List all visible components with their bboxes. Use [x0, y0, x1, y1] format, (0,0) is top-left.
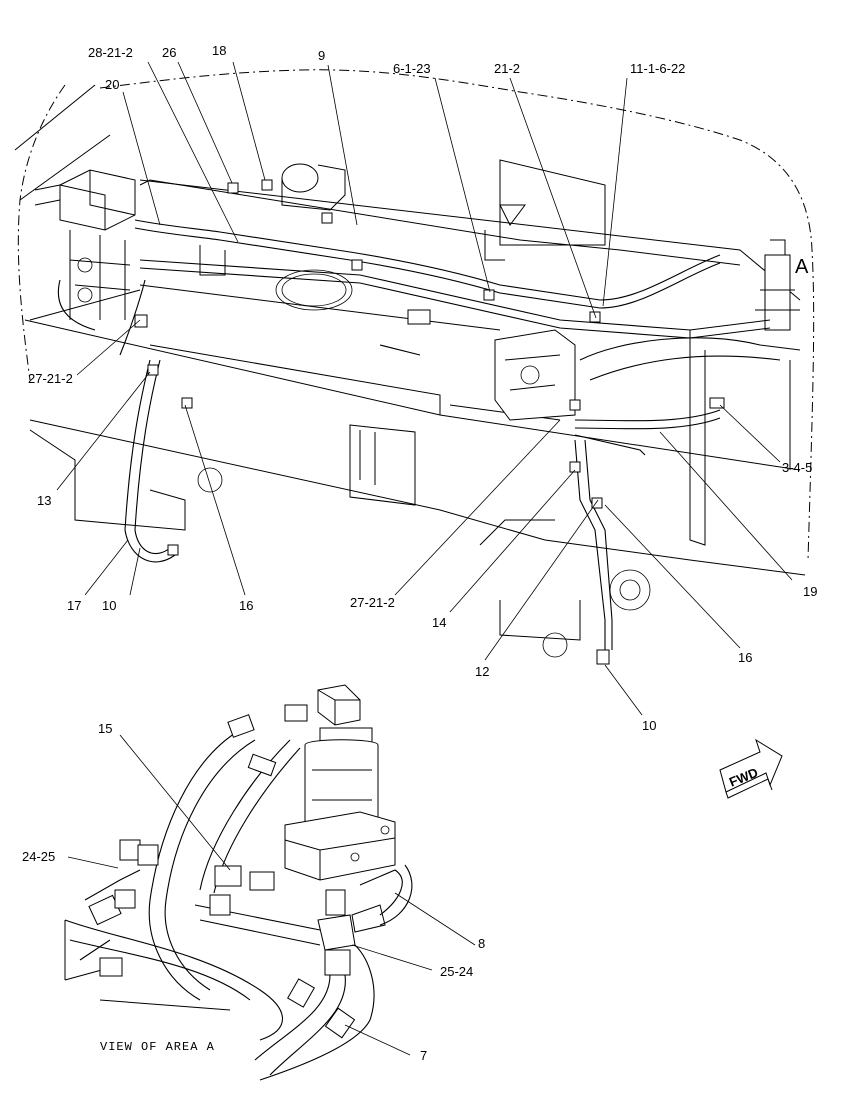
- main-assembly: [14, 69, 815, 665]
- callout-labels: 28-21-2 26 18 9 6-1-23 21-2 11-1-6-22 20…: [22, 43, 817, 1063]
- roller-left: [197, 467, 223, 493]
- frame-right-wall: [689, 330, 791, 546]
- roller-right: [542, 632, 568, 658]
- callout-24-25: 24-25: [22, 849, 55, 864]
- center-pump: [281, 163, 319, 193]
- phantom-outline: [99, 69, 815, 561]
- detail-hose-left: [64, 919, 284, 1041]
- callout-28-21-2: 28-21-2: [88, 45, 133, 60]
- detail-hose-e: [254, 944, 375, 1081]
- hose-19: [574, 409, 721, 456]
- hose-drop-right: [574, 439, 613, 650]
- callout-11-1-6-22: 11-1-6-22: [630, 61, 685, 76]
- callout-9: 9: [318, 48, 325, 63]
- callout-27-21-2-left: 27-21-2: [28, 371, 73, 386]
- callout-7: 7: [420, 1048, 427, 1063]
- callout-8: 8: [478, 936, 485, 951]
- detail-valve-base: [284, 811, 396, 881]
- frame-underside: [29, 429, 581, 641]
- hose-main-upper: [134, 219, 721, 301]
- detail-view-area-a: [64, 684, 413, 1081]
- hose-10-left: [124, 529, 176, 563]
- callout-10-left: 10: [102, 598, 116, 613]
- callout-27-21-2-center: 27-21-2: [350, 595, 395, 610]
- callout-26: 26: [162, 45, 176, 60]
- callout-17: 17: [67, 598, 81, 613]
- callout-6-1-23: 6-1-23: [393, 61, 431, 76]
- detail-valve-cap: [317, 684, 361, 726]
- phantom-outline-left: [17, 84, 66, 381]
- fitting-26: [227, 182, 239, 194]
- pump-housing: [494, 329, 576, 421]
- callout-3-4-5: 3-4-5: [782, 460, 812, 475]
- hose-right-loop: [579, 337, 801, 381]
- callout-25-24: 25-24: [440, 964, 473, 979]
- leader-lines: [56, 61, 793, 1056]
- callout-14: 14: [432, 615, 446, 630]
- callout-20: 20: [105, 77, 119, 92]
- detail-hose-a: [148, 729, 256, 1001]
- callout-15: 15: [98, 721, 112, 736]
- pivot-boss: [609, 569, 651, 611]
- callout-21-2: 21-2: [494, 61, 520, 76]
- fwd-arrow-icon: FWD: [719, 738, 783, 799]
- detail-hose-d: [359, 864, 413, 926]
- callout-16-right: 16: [738, 650, 752, 665]
- frame-upper-deck: [29, 179, 741, 321]
- fitting-10-right: [596, 649, 610, 665]
- right-valve: [764, 254, 791, 331]
- callout-19: 19: [803, 584, 817, 599]
- view-caption: VIEW OF AREA A: [100, 1040, 215, 1054]
- callout-12: 12: [475, 664, 489, 679]
- callout-13: 13: [37, 493, 51, 508]
- access-panel: [349, 424, 416, 506]
- hose-main-lower: [139, 259, 771, 331]
- round-cover-plate: [275, 269, 353, 311]
- detail-tee-fitting: [317, 914, 356, 951]
- callout-16-left: 16: [239, 598, 253, 613]
- callout-10-right: 10: [642, 718, 656, 733]
- callout-area-a: A: [795, 256, 809, 278]
- left-valve-block: [59, 169, 136, 231]
- callout-18: 18: [212, 43, 226, 58]
